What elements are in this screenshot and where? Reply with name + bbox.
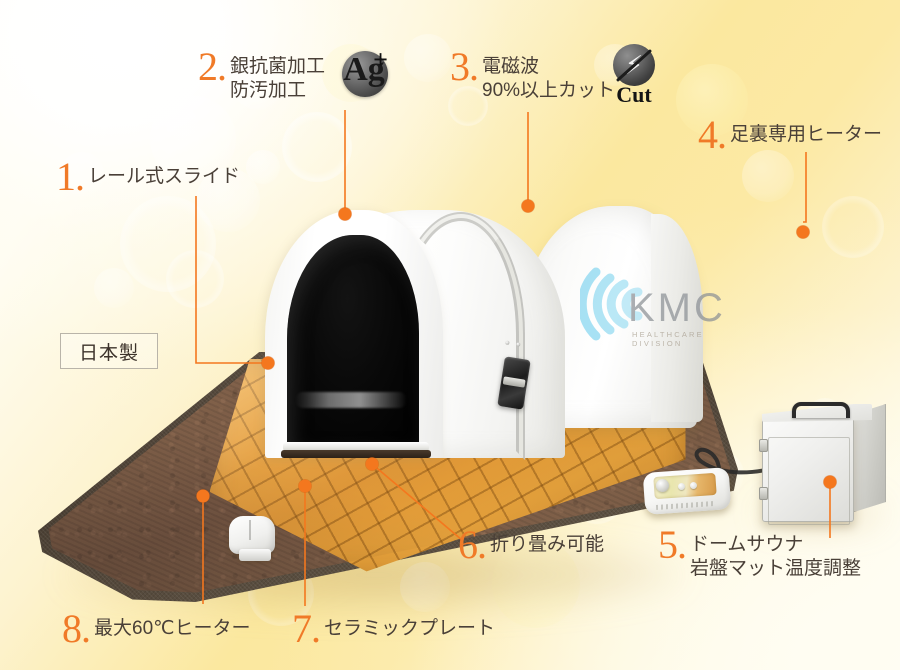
- feature-label-2: 2. 銀抗菌加工 防汚加工: [198, 44, 325, 103]
- feature-text-8: 最大60℃ヒーター: [94, 618, 251, 639]
- sauna-dome: KMC HEALTHCARE DIVISION: [243, 196, 723, 476]
- feature-text-3-line1: 電磁波: [482, 56, 540, 77]
- callout-dot-7: [298, 479, 312, 493]
- case-front-panel: [759, 414, 854, 525]
- case-side-panel: [854, 404, 886, 512]
- feature-number-5: 5.: [658, 522, 687, 567]
- callout-dot-3: [521, 199, 535, 213]
- feature-number-8: 8.: [62, 606, 91, 651]
- callout-dot-1: [261, 356, 275, 370]
- feature-text-3: 電磁波 90%以上カット: [482, 50, 615, 103]
- feature-text-7: セラミックプレート: [324, 618, 496, 639]
- carrying-case: [759, 402, 886, 525]
- made-in-japan-badge: 日本製: [60, 333, 158, 369]
- callout-dot-8: [196, 489, 210, 503]
- feature-text-5: ドームサウナ 岩盤マット温度調整: [690, 528, 861, 581]
- case-seam: [768, 437, 850, 525]
- feature-number-6: 6.: [458, 522, 487, 567]
- feature-text-1: レール式スライド: [88, 166, 241, 187]
- made-in-japan-label: 日本製: [78, 342, 139, 364]
- feature-text-6: 折り畳み可能: [490, 534, 605, 555]
- feature-number-2: 2.: [198, 44, 227, 89]
- feature-number-3: 3.: [450, 44, 479, 89]
- case-latch-bottom[interactable]: [759, 487, 768, 500]
- emf-cut-badge: ⚡ Cut: [604, 44, 664, 106]
- case-handle[interactable]: [792, 402, 850, 418]
- feature-label-4: 4. 足裏専用ヒーター: [698, 112, 883, 158]
- dome-silver-band-highlight: [395, 214, 523, 458]
- feature-text-2: 銀抗菌加工 防汚加工: [230, 50, 325, 103]
- feature-label-1: 1. レール式スライド: [56, 154, 241, 200]
- dome-opening-gloss: [295, 392, 407, 408]
- callout-dot-4: [796, 225, 810, 239]
- feature-text-4: 足裏専用ヒーター: [730, 124, 883, 145]
- leader-line-4: [803, 152, 807, 223]
- feature-text-5-line1: ドームサウナ: [690, 534, 804, 555]
- ag-letters: Ag: [343, 51, 385, 88]
- feature-number-1: 1.: [56, 154, 85, 199]
- feature-label-5: 5. ドームサウナ 岩盤マット温度調整: [658, 522, 861, 581]
- ag-superscript-plus: +: [373, 45, 388, 74]
- feature-text-3-line2: 90%以上カット: [482, 79, 616, 101]
- feature-label-8: 8. 最大60℃ヒーター: [62, 606, 251, 652]
- dome-base-rail: [281, 450, 431, 458]
- feature-number-4: 4.: [698, 112, 727, 157]
- feature-text-2-line2: 防汚加工: [230, 79, 307, 101]
- mat-power-connector: [229, 516, 275, 561]
- silver-ion-badge: Ag +: [336, 47, 392, 103]
- ag-circle-icon: [342, 51, 388, 97]
- dome-rear-cap: [651, 214, 703, 422]
- dome-bottom-lip: [283, 442, 429, 452]
- feature-label-3: 3. 電磁波 90%以上カット: [450, 44, 615, 103]
- feature-text-5-line2: 岩盤マット温度調整: [690, 557, 862, 579]
- feature-label-7: 7. セラミックプレート: [292, 606, 496, 652]
- callout-dot-5: [823, 475, 837, 489]
- cut-label: Cut: [616, 82, 652, 107]
- callout-dot-6: [365, 457, 379, 471]
- temperature-controller[interactable]: [642, 467, 732, 515]
- feature-text-2-line1: 銀抗菌加工: [230, 56, 326, 77]
- callout-dot-2: [338, 207, 352, 221]
- case-latch-top[interactable]: [759, 439, 768, 452]
- feature-label-6: 6. 折り畳み可能: [458, 522, 605, 568]
- feature-number-7: 7.: [292, 606, 321, 651]
